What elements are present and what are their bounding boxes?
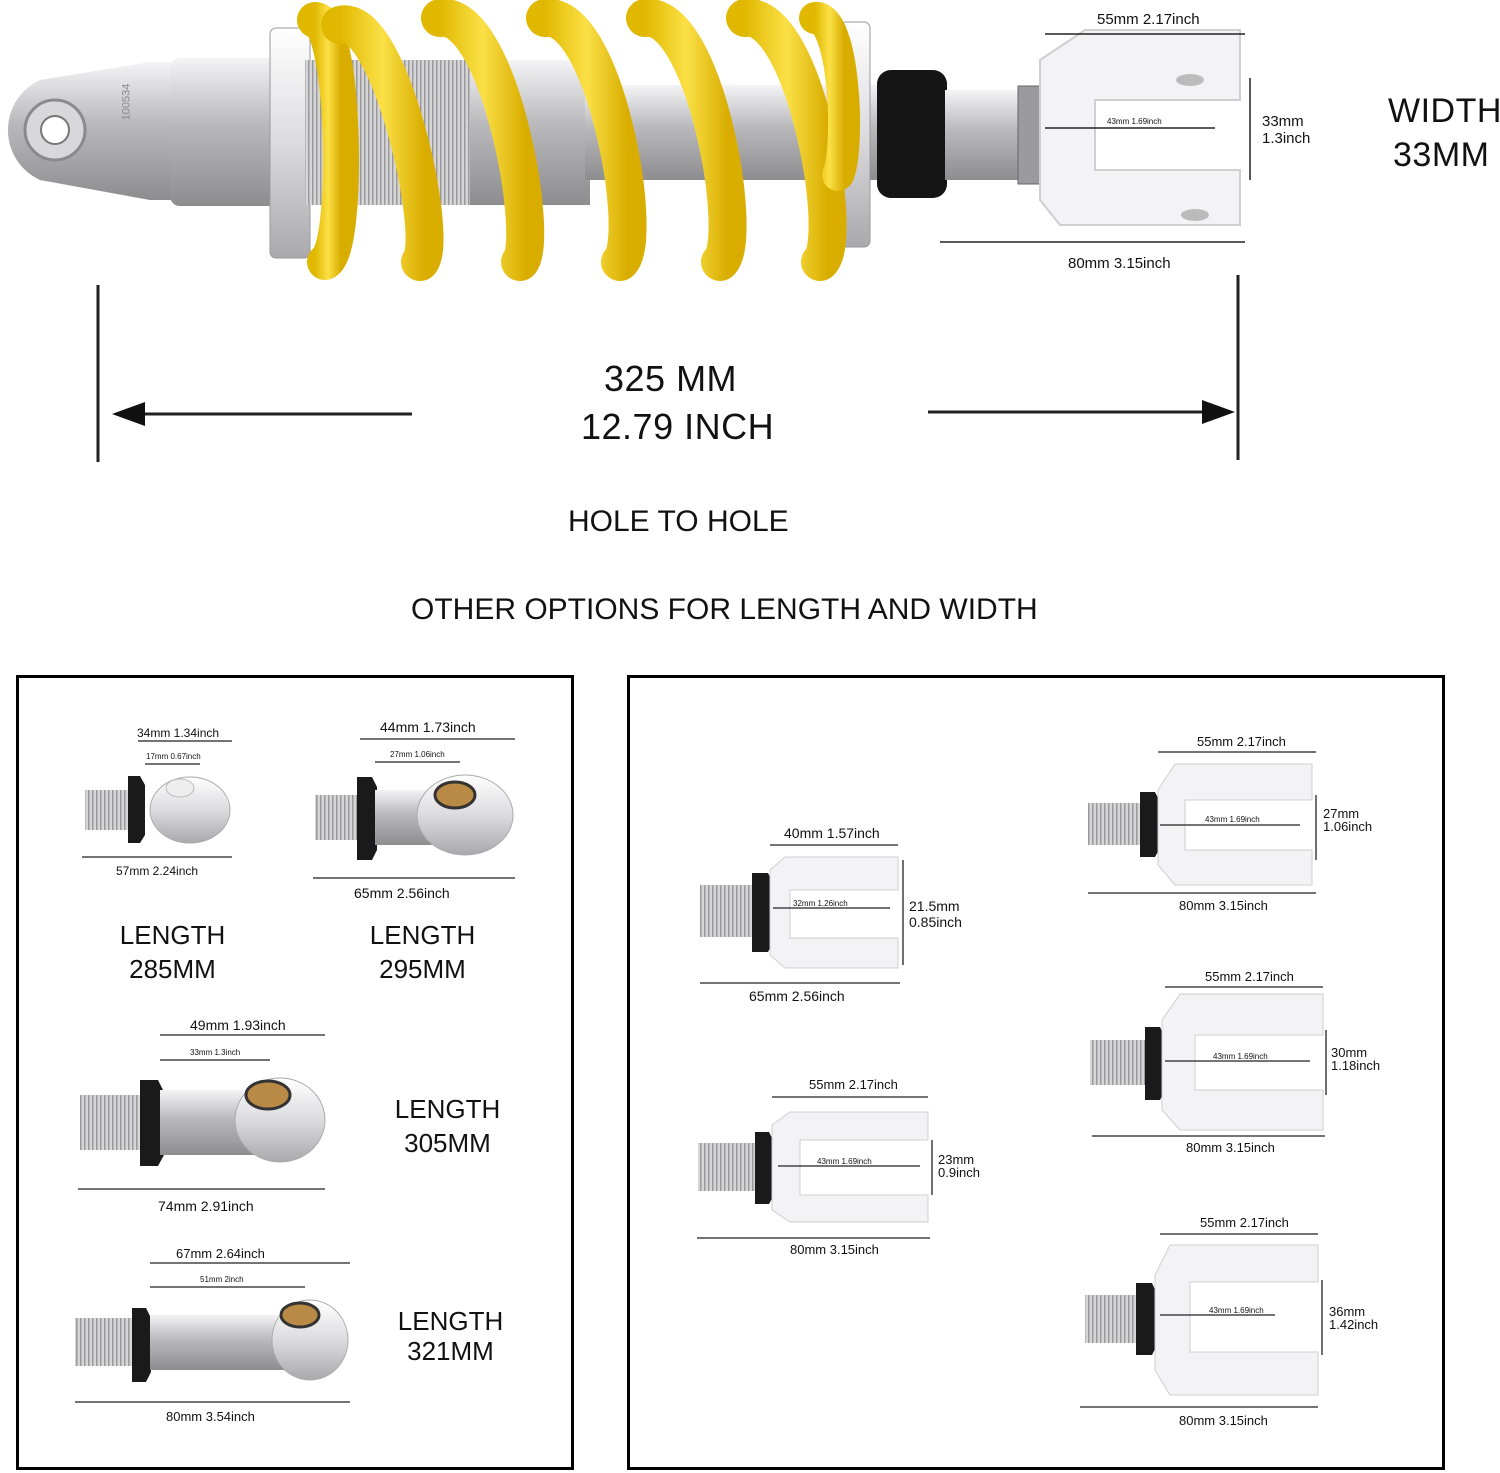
eye2-top-label: 44mm 1.73inch [380,719,476,735]
eye2-bottom-label: 65mm 2.56inch [354,885,450,901]
eye4-inner-label: 51mm 2inch [200,1275,244,1284]
main-bottom-length-label: 80mm 3.15inch [1068,255,1171,272]
bump-stop [877,70,947,198]
fork-end-drawings [698,763,1324,1396]
left-arrowhead [112,402,145,426]
fork4-top-label: 55mm 2.17inch [1205,969,1294,984]
fork-dimension-lines [697,751,1327,1408]
fork4-height-in: 1.18inch [1331,1058,1381,1073]
fork3-bottom-label: 80mm 3.15inch [1179,898,1268,913]
fork5-height-mm: 36mm [1329,1304,1366,1319]
fork3-height-in: 1.06inch [1323,819,1373,834]
eye1-bottom-label: 57mm 2.24inch [116,864,199,878]
eye4-bottom-label: 80mm 3.54inch [166,1409,255,1424]
options-heading: OTHER OPTIONS FOR LENGTH AND WIDTH [411,593,1038,626]
fork4-inner-label: 43mm 1.69inch [1213,1052,1268,1061]
fork2-inner-label: 43mm 1.69inch [817,1157,872,1166]
main-dimension-lines [96,33,1251,462]
shock-absorber [7,0,1241,281]
eye1-top-label: 34mm 1.34inch [137,726,220,740]
serial-number: 100534 [120,83,133,121]
eye3-inner-label: 33mm 1.3inch [190,1048,241,1057]
eye-mount [7,62,175,200]
fork5-height-in: 1.42inch [1329,1317,1379,1332]
fork4-height-mm: 30mm [1331,1045,1368,1060]
right-arrowhead [1202,400,1235,424]
fork5-inner-label: 43mm 1.69inch [1209,1306,1264,1315]
preload-collar [269,27,311,259]
fork2-height-in: 0.9inch [938,1165,980,1180]
eye3-bottom-label: 74mm 2.91inch [158,1198,254,1214]
fork1-inner-label: 32mm 1.26inch [793,899,848,908]
fork1-height-in: 0.85inch [909,914,962,930]
eye4-top-label: 67mm 2.64inch [176,1246,265,1261]
fork3-height-mm: 27mm [1323,806,1360,821]
width-title-line2: 33MM [1393,136,1490,174]
fork5-top-label: 55mm 2.17inch [1200,1215,1289,1230]
fork4-bottom-label: 80mm 3.15inch [1186,1140,1275,1155]
fork1-height-mm: 21.5mm [909,898,960,914]
total-length-mm: 325 MM [604,358,738,399]
fork5-bottom-label: 80mm 3.15inch [1179,1413,1268,1428]
fork2-top-label: 55mm 2.17inch [809,1077,898,1092]
total-length-inch: 12.79 INCH [581,406,775,447]
fork3-inner-label: 43mm 1.69inch [1205,815,1260,824]
clevis-fork [1039,29,1241,226]
fork3-top-label: 55mm 2.17inch [1197,734,1286,749]
hole-to-hole-label: HOLE TO HOLE [568,505,789,538]
eye3-top-label: 49mm 1.93inch [190,1017,286,1033]
main-top-width-label: 55mm 2.17inch [1097,11,1200,28]
main-inner-label: 43mm 1.69inch [1107,117,1162,126]
width-title-line1: WIDTH [1388,92,1500,130]
eye-options-panel [16,675,574,1470]
fork1-top-label: 40mm 1.57inch [784,825,880,841]
eye2-inner-label: 27mm 1.06inch [390,750,445,759]
fork2-height-mm: 23mm [938,1152,975,1167]
eye-dimension-lines [75,738,515,1403]
fork2-bottom-label: 80mm 3.15inch [790,1242,879,1257]
shock-body [170,58,280,206]
main-height-mm: 33mm [1262,113,1304,130]
eye1-inner-label: 17mm 0.67inch [146,752,201,761]
fork-options-panel [627,675,1445,1470]
main-height-in: 1.3inch [1262,130,1311,147]
spring [297,0,860,281]
eye-end-drawings [75,774,514,1382]
fork1-bottom-label: 65mm 2.56inch [749,988,845,1004]
